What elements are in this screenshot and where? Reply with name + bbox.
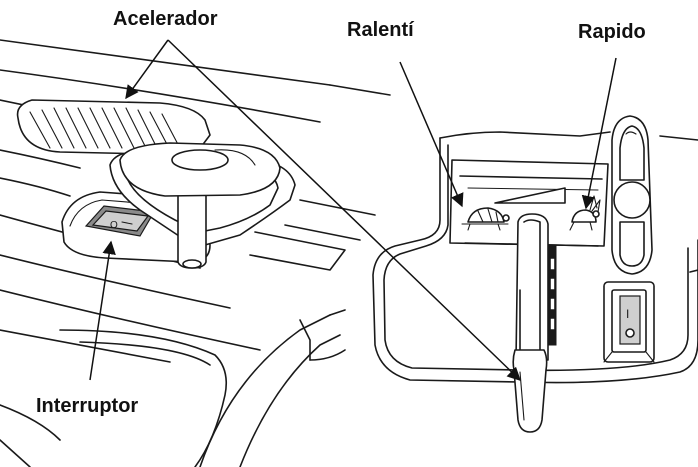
panel-outline (372, 137, 698, 384)
choke-knob[interactable] (611, 115, 653, 275)
label-ralenti: Ralentí (347, 19, 415, 41)
acelerador-leader-left (125, 39, 169, 100)
label-acelerador: Acelerador (113, 8, 218, 30)
lever-slot (547, 244, 557, 346)
turtle-icon (461, 207, 510, 231)
rapido-leader (581, 57, 617, 210)
ralenti-leader (399, 61, 464, 208)
throttle-lever[interactable] (512, 213, 549, 433)
right-view: I (372, 115, 698, 433)
switch-on-mark: I (626, 307, 629, 321)
callout-leaders (89, 39, 617, 381)
acelerador-leader-right (167, 39, 521, 381)
switch-off-mark: O (110, 220, 118, 231)
ignition-switch[interactable]: I (603, 281, 655, 363)
label-interruptor: Interruptor (36, 395, 138, 417)
throttle-paddle[interactable] (16, 99, 281, 197)
label-rapido: Rapido (578, 21, 646, 43)
interruptor-leader (89, 240, 116, 381)
left-view: O (0, 39, 391, 467)
